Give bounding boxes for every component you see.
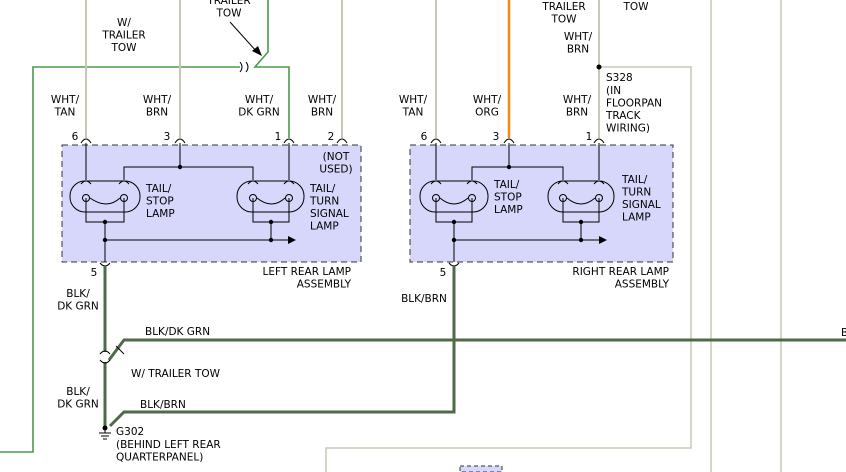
right-pin3-num: 3 bbox=[493, 131, 500, 143]
connector-symbol bbox=[239, 61, 249, 73]
left-pin6-wire: WHT/TAN bbox=[51, 94, 80, 119]
splice-branch-wire bbox=[325, 66, 692, 472]
ground-wire-blk-dkgrn-trailer bbox=[107, 338, 846, 361]
label-w-trailer-tow-lower: W/ TRAILER TOW bbox=[131, 368, 221, 380]
trailer-tow-wire-left bbox=[0, 66, 240, 453]
right-tail-stop-bulb bbox=[419, 180, 489, 213]
right-pin-connectors bbox=[430, 138, 605, 144]
left-pin1-wire: WHT/DK GRN bbox=[238, 94, 280, 119]
wire-wht-dkgrn bbox=[253, 0, 290, 138]
left-pin1-num: 1 bbox=[275, 131, 282, 143]
ground-wire-blk-brn bbox=[108, 266, 456, 428]
right-pin6-wire: WHT/TAN bbox=[399, 94, 428, 119]
left-tail-stop-bulb bbox=[69, 180, 141, 213]
left-pin6-num: 6 bbox=[72, 131, 79, 143]
splice-s328-dot bbox=[596, 64, 602, 70]
left-ground-wire-label: BLK/DK GRN bbox=[57, 288, 99, 313]
left-pin-connectors bbox=[80, 138, 348, 144]
tow-leader bbox=[115, 345, 125, 355]
label-blk-brn-run: BLK/BRN bbox=[140, 399, 186, 411]
left-pin3-wire: WHT/BRN bbox=[143, 94, 172, 119]
right-pin6-num: 6 bbox=[421, 131, 428, 143]
right-pin1-wire: WHT/BRN bbox=[563, 94, 592, 119]
next-page-connector bbox=[459, 465, 503, 472]
left-ground-pin-connector bbox=[99, 262, 111, 267]
label-blk-dkgrn-run: BLK/DK GRN bbox=[145, 326, 210, 338]
trailer-tow-connector bbox=[99, 350, 111, 364]
ground-g302-icon bbox=[99, 428, 111, 440]
right-ground-arrowhead bbox=[599, 236, 607, 244]
label-edge-b: B bbox=[841, 327, 846, 339]
left-ground-arrowhead bbox=[288, 236, 296, 244]
switch-arrowhead bbox=[252, 46, 262, 56]
right-ground-wire-label: BLK/BRN bbox=[401, 293, 447, 305]
left-tail-turn-bulb bbox=[236, 180, 305, 213]
switch-arrow bbox=[229, 21, 258, 53]
right-dots bbox=[451, 164, 584, 243]
label-splice-id: S328 bbox=[606, 72, 633, 84]
label-ground-id: G302 bbox=[116, 426, 144, 438]
label-tow: TOW bbox=[622, 1, 649, 13]
left-pin3-num: 3 bbox=[164, 131, 171, 143]
right-pin1-num: 1 bbox=[586, 131, 593, 143]
label-blk-dkgrn-lower: BLK/DK GRN bbox=[57, 386, 99, 411]
right-pin3-wire: WHT/ORG bbox=[473, 94, 502, 119]
right-ground-pin-num: 5 bbox=[440, 267, 447, 279]
left-pin2-wire: WHT/BRN bbox=[308, 94, 337, 119]
left-ground-pin-num: 5 bbox=[91, 267, 98, 279]
left-pin2-num: 2 bbox=[328, 131, 335, 143]
right-tail-turn-bulb bbox=[547, 180, 615, 213]
label-wht-brn-top: WHT/BRN bbox=[564, 31, 593, 56]
right-ground-pin-connector bbox=[448, 262, 460, 267]
left-dots bbox=[102, 164, 274, 243]
